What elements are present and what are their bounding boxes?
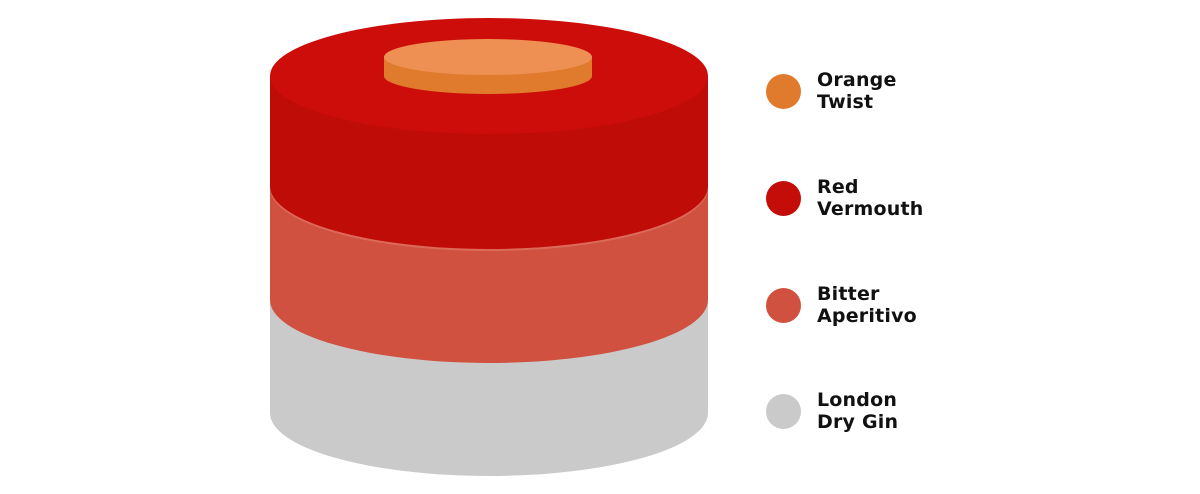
legend-label-london-dry-gin: London Dry Gin	[817, 389, 898, 433]
legend-label-line2: Vermouth	[817, 198, 924, 220]
legend-item-london-dry-gin: London Dry Gin	[766, 389, 898, 433]
legend-label-line1: Bitter	[817, 283, 880, 305]
legend-label-line2: Twist	[817, 91, 874, 113]
legend-swatch-orange-twist	[766, 73, 801, 109]
legend-item-orange-twist: Orange Twist	[766, 69, 897, 113]
legend-swatch-red-vermouth	[766, 180, 801, 216]
legend-label-line2: Dry Gin	[817, 411, 899, 433]
legend-item-bitter-aperitivo: Bitter Aperitivo	[766, 283, 917, 327]
legend-label-orange-twist: Orange Twist	[817, 69, 897, 113]
legend-label-red-vermouth: Red Vermouth	[817, 176, 924, 220]
legend-swatch-bitter-aperitivo	[766, 287, 801, 323]
legend-item-red-vermouth: Red Vermouth	[766, 176, 924, 220]
legend-label-bitter-aperitivo: Bitter Aperitivo	[817, 283, 917, 327]
legend-label-line1: Red	[817, 176, 859, 198]
legend-label-line2: Aperitivo	[817, 305, 917, 327]
legend-label-line1: London	[817, 389, 898, 411]
layer-orange-twist	[384, 39, 592, 94]
legend-label-line1: Orange	[817, 69, 897, 91]
legend-swatch-london-dry-gin	[766, 393, 801, 429]
layer-orange-twist-top	[384, 39, 592, 75]
